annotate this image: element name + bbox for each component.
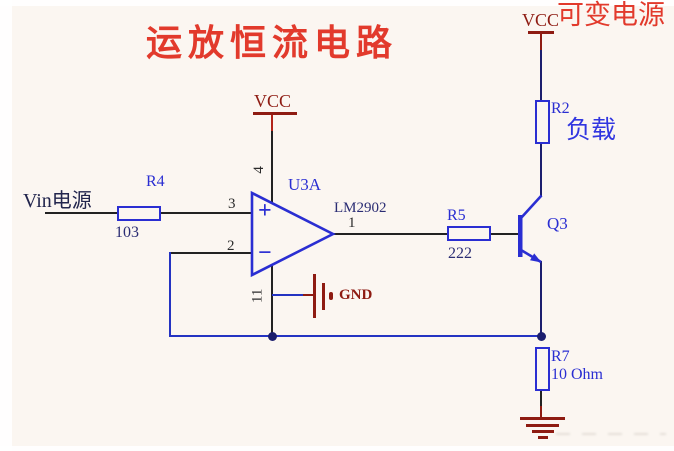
gnd-symbol-bar1 [313,274,316,318]
load-note: 负载 [566,117,617,144]
resistor-r7 [535,347,550,391]
opamp-minus-sign: − [258,240,272,266]
wire-gnd-branch-blue [272,294,303,297]
r5-designator: R5 [447,207,466,224]
opamp-pin2-number: 2 [227,238,235,254]
wire-pin11 [271,264,274,337]
junction-dot-emitter [537,331,546,341]
gnd-label: GND [339,287,373,303]
page-edge-bottom [0,446,674,451]
input-source-label: Vin电源 [23,190,92,212]
vcc-opamp-bar [253,112,297,115]
vcc-main-label: VCC [522,10,560,30]
vcc-main-bar [528,31,554,34]
r4-designator: R4 [146,173,165,190]
page-title: 运放恒流电路 [146,23,399,63]
resistor-r5 [447,226,491,241]
junction-dot-pin11 [267,331,277,341]
page-edge-left [0,0,12,451]
resistor-r2 [535,100,550,144]
wire-r7-gnd-red [540,406,543,418]
wire-emitter-down [540,261,543,337]
watermark [556,427,666,439]
vcc-opamp-label: VCC [254,91,292,111]
wire-r7-gnd-black [540,390,543,407]
gnd-symbol-bar2 [321,283,325,310]
q3-collector [520,194,543,219]
page-edge-top [0,0,674,6]
opamp-part-number: LM2902 [334,200,387,216]
r4-value: 103 [115,224,139,241]
wire-output-base [333,232,519,235]
opamp-pin4-number: 4 [250,166,267,174]
opamp-pin3-number: 3 [228,196,236,212]
opamp-designator: U3A [288,175,322,194]
wire-r2-collector [540,143,543,197]
wire-feedback-vertical [168,252,171,337]
q3-base-bar [518,215,523,257]
earth-bar1 [520,417,565,420]
r7-designator: R7 [551,348,570,365]
wire-bottom-rail [168,335,543,338]
wire-vcc-main-stub [540,33,543,51]
opamp-plus-sign: + [258,198,272,224]
wire-vcc-opamp-stub [271,114,274,132]
wire-pin4 [271,131,274,204]
opamp-triangle [250,190,336,278]
q3-emitter-arrow-icon [530,253,542,263]
earth-bar2 [526,423,559,427]
wire-vcc-to-r2 [540,50,543,102]
vcc-main-note: 可变电源 [557,0,665,30]
r2-designator: R2 [551,100,570,117]
r7-value: 10 Ohm [551,366,603,383]
resistor-r4 [117,206,161,221]
wire-gnd-branch-red [303,294,314,297]
r5-value: 222 [448,245,472,262]
earth-bar4 [537,435,548,439]
opamp-pin11-number: 11 [249,288,266,304]
q3-designator: Q3 [547,214,568,233]
opamp-pin1-number: 1 [348,215,356,231]
wire-feedback-pin2 [169,252,252,255]
earth-bar3 [531,429,554,433]
gnd-symbol-dot [329,292,333,300]
